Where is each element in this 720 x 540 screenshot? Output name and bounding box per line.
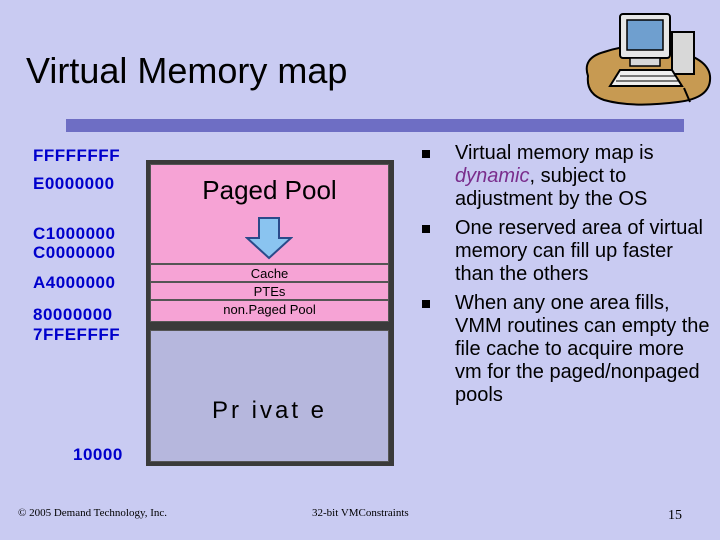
bullet-item: Virtual memory map is dynamic, subject t…	[422, 142, 714, 211]
bullet-text: , subject to adjustment by the OS	[455, 165, 648, 210]
computer-desk-clipart	[585, 13, 712, 106]
address-label: FFFFFFFF	[33, 146, 121, 165]
nonpaged-pool-label: non.Paged Pool	[223, 302, 316, 317]
bullet-text: Virtual memory map is	[455, 142, 654, 164]
address-label: E0000000	[33, 174, 115, 193]
cache-label: Cache	[250, 266, 289, 281]
address-label: C0000000	[33, 243, 116, 262]
bullet-item: When any one area fills, VMM routines ca…	[422, 292, 714, 407]
address-label: 10000	[73, 445, 123, 464]
square-bullet-icon	[422, 150, 430, 158]
bullet-text: One reserved area of virtual memory can …	[455, 217, 703, 285]
address-label: 7FFEFFFF	[33, 325, 121, 344]
footer-title: 32-bit VMConstraints	[312, 507, 409, 519]
footer-copyright: © 2005 Demand Technology, Inc.	[18, 507, 168, 519]
bullet-text: When any one area fills, VMM routines ca…	[455, 292, 710, 406]
address-label: A4000000	[33, 273, 116, 292]
private-label: Pr ivat e	[211, 397, 328, 424]
nonpaged-pool-region: non.Paged Pool	[150, 300, 389, 322]
address-label: 80000000	[33, 305, 113, 324]
private-region: Pr ivat e	[150, 330, 389, 462]
title-underline-bar	[66, 119, 684, 132]
emphasis-text: dynamic	[455, 165, 530, 187]
cache-region: Cache	[150, 264, 389, 282]
ptes-label: PTEs	[253, 284, 286, 299]
down-arrow-icon	[245, 217, 293, 260]
square-bullet-icon	[422, 300, 430, 308]
address-label: C1000000	[33, 224, 116, 243]
paged-pool-region: Paged Pool	[150, 164, 389, 264]
bullet-list: Virtual memory map is dynamic, subject t…	[422, 142, 714, 413]
slide-title: Virtual Memory map	[26, 50, 348, 91]
paged-pool-label: Paged Pool	[202, 175, 337, 205]
memory-map-diagram: Paged Pool Cache PTEs non.Paged Pool Pr …	[146, 160, 394, 466]
square-bullet-icon	[422, 225, 430, 233]
page-number: 15	[668, 508, 682, 523]
bullet-item: One reserved area of virtual memory can …	[422, 217, 714, 286]
ptes-region: PTEs	[150, 282, 389, 300]
